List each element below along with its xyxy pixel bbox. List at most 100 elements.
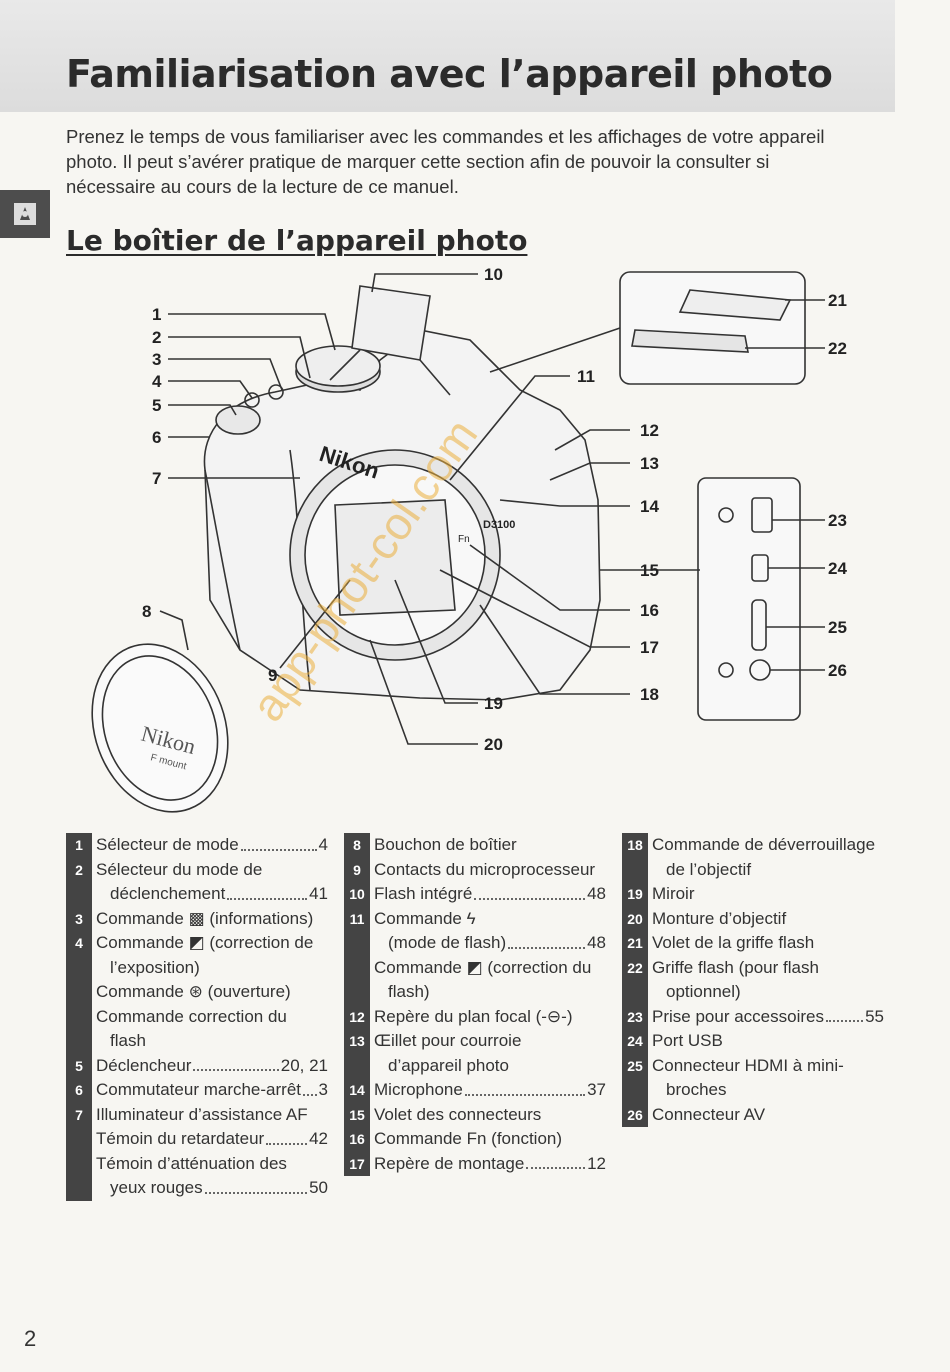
legend-line: l’exposition) (96, 956, 328, 981)
page-reference: 37 (587, 1080, 606, 1099)
legend-line: Commande ▩ (informations) (96, 907, 328, 932)
legend-line: Connecteur AV (652, 1103, 884, 1128)
legend-line: Microphone 37 (374, 1078, 606, 1103)
page-number: 2 (24, 1326, 37, 1351)
legend-line: Contacts du microprocesseur (374, 858, 606, 883)
callout-6: 6 (152, 428, 161, 447)
legend-number-badge: 10 (344, 883, 370, 905)
page-reference: 20, 21 (280, 1055, 328, 1075)
callout-23: 23 (828, 511, 847, 530)
legend-number-badge: 26 (622, 1103, 648, 1126)
callout-20: 20 (484, 735, 503, 754)
legend-line: Volet de la griffe flash (652, 931, 884, 956)
legend-label: Commande Fn (fonction) (374, 1129, 563, 1148)
legend-number-badge: 22 (622, 956, 648, 979)
page-reference: 48 (587, 884, 606, 903)
legend-line: Sélecteur du mode de (96, 858, 328, 883)
page-reference: 4 (318, 835, 328, 854)
legend-line: Repère du plan focal (-⊖-) (374, 1005, 606, 1030)
legend-number-badge: 12 (344, 1005, 370, 1028)
legend-label: Déclencheur (96, 1055, 192, 1075)
legend-line: flash (96, 1029, 328, 1054)
legend-line: optionnel) (652, 980, 884, 1005)
leader-dots (474, 882, 586, 900)
legend-line: flash) (374, 980, 606, 1005)
legend-label: yeux rouges (110, 1178, 203, 1197)
fn-button: Fn (458, 534, 470, 545)
callout-19: 19 (484, 694, 503, 713)
legend-number-badge: 20 (622, 907, 648, 930)
legend-label: d’appareil photo (388, 1055, 509, 1075)
legend-line: Commande ◩ (correction de (96, 931, 328, 956)
leader-dots (266, 1127, 308, 1145)
legend-label: flash) (388, 982, 430, 1001)
legend-number-badge: 6 (66, 1079, 92, 1101)
legend-number-badge: 5 (66, 1054, 92, 1077)
legend-line: Commande ϟ (374, 907, 606, 932)
callout-22: 22 (828, 339, 847, 358)
callout-3: 3 (152, 350, 161, 369)
callout-15: 15 (640, 561, 659, 580)
legend-number-badge: 11 (344, 907, 370, 930)
legend-number-badge: 1 (66, 834, 92, 856)
legend-label: Commande ϟ (374, 908, 476, 928)
callout-17: 17 (640, 638, 659, 657)
model-badge: D3100 (483, 519, 515, 531)
callout-5: 5 (152, 396, 161, 415)
legend-label: Commande ◩ (correction du (374, 957, 592, 977)
legend-number-badge: 14 (344, 1079, 370, 1101)
callout-13: 13 (640, 454, 659, 473)
page-reference: 3 (318, 1080, 328, 1099)
callout-7: 7 (152, 469, 161, 488)
legend-line: Commande correction du (96, 1005, 328, 1030)
legend-label: Commande ◩ (correction de (96, 933, 314, 952)
legend-label: optionnel) (666, 982, 741, 1001)
legend-label: Monture d’objectif (652, 908, 787, 928)
legend-line: Œillet pour courroie (374, 1029, 606, 1054)
legend-number-badge: 2 (66, 858, 92, 881)
legend-label: Commande ⊛ (ouverture) (96, 982, 291, 1001)
legend-label: Repère du plan focal (-⊖-) (374, 1006, 573, 1026)
legend-number-badge: 24 (622, 1030, 648, 1052)
legend-line: Miroir (652, 882, 884, 907)
section-title: Le boîtier de l’appareil photo (66, 224, 528, 257)
legend-number-badge: 17 (344, 1152, 370, 1175)
callout-2: 2 (152, 328, 161, 347)
callout-24: 24 (828, 559, 847, 578)
built-in-flash (351, 285, 431, 361)
legend-number-badge: 25 (622, 1054, 648, 1077)
legend-label: Volet des connecteurs (374, 1104, 542, 1124)
legend-label: Commande correction du (96, 1006, 287, 1026)
page-reference: 48 (587, 933, 606, 952)
leader-dots (508, 931, 586, 949)
callout-12: 12 (640, 421, 659, 440)
legend-label: l’exposition) (110, 957, 200, 977)
leader-dots (464, 1078, 586, 1096)
callout-18: 18 (640, 685, 659, 704)
legend-line: Monture d’objectif (652, 907, 884, 932)
legend-label: Microphone (374, 1080, 463, 1099)
legend-line: broches (652, 1078, 884, 1103)
leader-dots (227, 882, 308, 900)
legend-number-badge: 13 (344, 1030, 370, 1052)
page-reference: 41 (309, 884, 328, 903)
page-reference: 50 (309, 1178, 328, 1197)
legend-line: Commande Fn (fonction) (374, 1127, 606, 1152)
page-reference: 12 (587, 1153, 606, 1173)
